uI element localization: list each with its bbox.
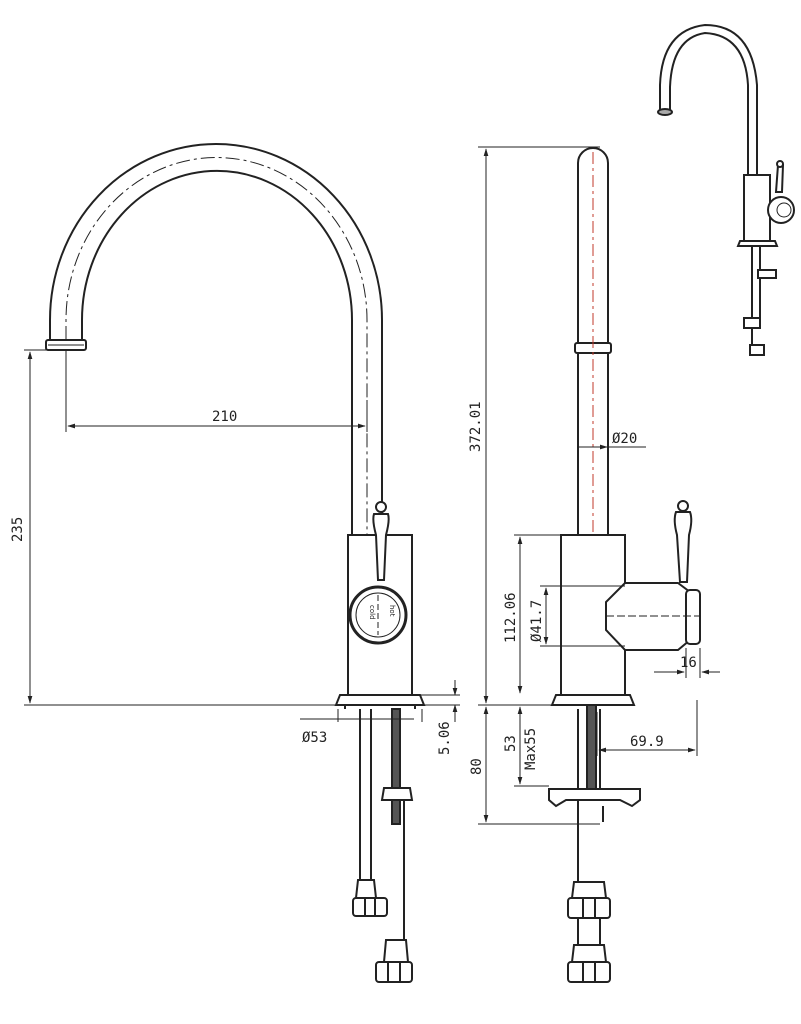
front-spout-inner: [81, 169, 353, 535]
side-dimensions: [478, 146, 720, 825]
dim-spout-height: 235: [10, 517, 26, 542]
knob-label-hot: hot: [388, 605, 396, 617]
dim-spout-diameter: Ø20: [612, 431, 637, 447]
side-nut-upper: [567, 897, 611, 919]
dim-shank-53: 53: [503, 735, 519, 752]
dim-spout-reach: 210: [212, 409, 237, 425]
front-nut-right: [375, 961, 413, 983]
front-spout-centerline: [65, 157, 368, 535]
persp-body: [743, 174, 771, 242]
dim-shank-length: 80: [469, 758, 485, 775]
persp-knob: [767, 196, 795, 224]
front-view: [45, 143, 426, 983]
front-dimensions: [24, 349, 460, 722]
front-nut-left: [352, 897, 388, 917]
side-nut-lower: [567, 961, 611, 983]
side-lever: [673, 511, 693, 583]
front-threaded-rod: [391, 708, 401, 825]
perspective-view: [657, 23, 795, 356]
front-knob-inner: [355, 592, 401, 638]
side-threaded-rod: [586, 704, 597, 796]
front-base: [334, 694, 426, 706]
front-spout-outer: [49, 143, 383, 535]
dim-knob-depth: 16: [680, 655, 697, 671]
side-view: [548, 147, 701, 983]
knob-label-cold: cold: [368, 605, 376, 620]
side-bracket: [548, 788, 641, 808]
dim-body-height: 112.06: [503, 592, 519, 643]
dim-base-diameter: Ø53: [302, 730, 327, 746]
dim-base-thickness: 5.06: [437, 721, 453, 755]
dim-tail-offset: 69.9: [630, 734, 664, 750]
dim-shank-max: Max55: [523, 728, 539, 770]
dim-knob-diameter: Ø41.7: [529, 600, 545, 642]
persp-spout: [659, 23, 758, 175]
side-knob-cap: [685, 589, 701, 645]
side-spout: [577, 147, 609, 535]
persp-lever: [774, 164, 785, 193]
side-base: [550, 694, 636, 706]
front-lever: [372, 513, 390, 581]
front-bracket: [380, 787, 414, 801]
side-knob-housing: [605, 582, 691, 651]
dim-total-height: 372.01: [468, 401, 484, 452]
